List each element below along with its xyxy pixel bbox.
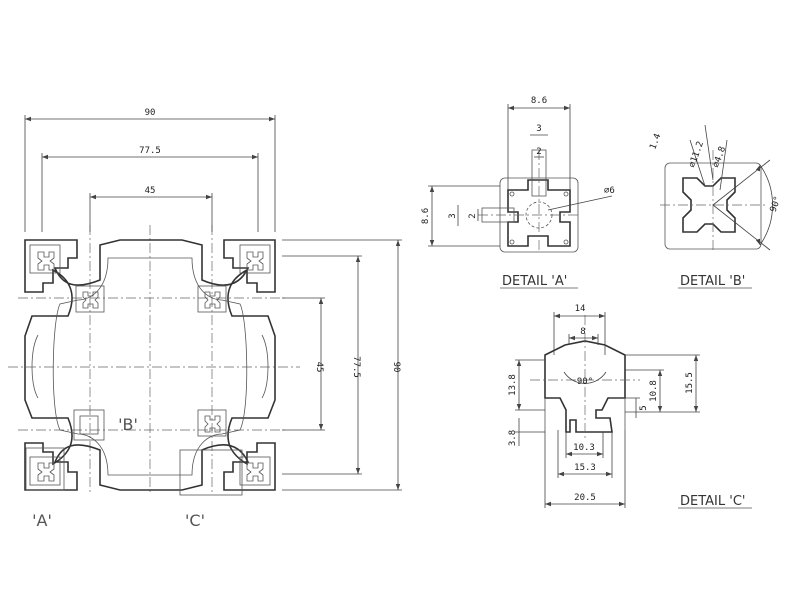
dim-width-inner bbox=[41, 153, 259, 232]
detail-a-dim-slot: 3 bbox=[536, 124, 541, 134]
detail-c-dim-angle: 90° bbox=[577, 377, 593, 387]
detail-c-dim-bottom-b: 15.3 bbox=[574, 463, 596, 473]
detail-label-b: 'B' bbox=[118, 415, 138, 434]
detail-a-dim-width: 8.6 bbox=[531, 96, 547, 106]
main-profile-view: 90 77.5 45 45 bbox=[8, 108, 402, 530]
corner-hole-bottom-left bbox=[29, 456, 61, 486]
detail-c-dim-left-inner: 3.8 bbox=[508, 430, 518, 446]
detail-c-dim-bottom-a: 10.3 bbox=[573, 443, 595, 453]
corner-hole-top-right bbox=[239, 244, 271, 274]
detail-c-dim-bottom-c: 20.5 bbox=[574, 493, 596, 503]
detail-c-dim-right-c: 5 bbox=[639, 405, 649, 410]
detail-a-callout-box bbox=[25, 447, 65, 491]
core-hole-bottom-left bbox=[73, 409, 105, 441]
detail-a-title: DETAIL 'A' bbox=[502, 274, 567, 289]
detail-b-dim-c: ⌀4.8 bbox=[711, 145, 728, 169]
dim-height-total-label: 90 bbox=[391, 362, 401, 373]
detail-c-title: DETAIL 'C' bbox=[680, 494, 745, 509]
core-hole-top-right bbox=[197, 285, 227, 313]
core-hole-bottom-right bbox=[197, 409, 227, 437]
detail-b-dim-angle: 90° bbox=[769, 195, 784, 214]
dim-height-inner-label: 77.5 bbox=[351, 356, 361, 378]
detail-a-dim-side-inner: 2 bbox=[468, 213, 478, 218]
dim-height-total bbox=[282, 239, 402, 491]
detail-label-c: 'C' bbox=[185, 511, 205, 530]
detail-a-view: 8.6 3 2 8.6 3 2 ⌀6 DETAIL 'A' bbox=[421, 96, 615, 289]
detail-label-a: 'A' bbox=[32, 511, 52, 530]
detail-c-dim-left-outer: 13.8 bbox=[508, 374, 518, 396]
dim-height-core bbox=[282, 297, 325, 431]
corner-hole-top-left bbox=[29, 244, 61, 274]
dim-width-inner-label: 77.5 bbox=[139, 146, 161, 156]
dim-width-core-label: 45 bbox=[145, 186, 156, 196]
detail-a-dim-height: 8.6 bbox=[421, 208, 431, 224]
detail-c-callout-box bbox=[179, 449, 243, 496]
dim-width-core bbox=[89, 193, 213, 232]
dim-height-inner bbox=[282, 255, 362, 475]
detail-c-dim-top-outer: 14 bbox=[575, 304, 586, 314]
detail-b-view: 90° 1.4 ⌀11.2 ⌀4.8 DETAIL 'B' bbox=[648, 124, 784, 289]
detail-a-dim-hole: ⌀6 bbox=[604, 186, 615, 196]
detail-c-dim-right-b: 15.5 bbox=[685, 372, 695, 394]
detail-b-title: DETAIL 'B' bbox=[680, 274, 745, 289]
detail-a-dim-side-slot: 3 bbox=[448, 213, 458, 218]
dim-height-core-label: 45 bbox=[314, 362, 324, 373]
detail-c-view: 90° 14 8 13.8 3.8 15.5 10.8 bbox=[508, 304, 752, 509]
core-hole-top-left bbox=[75, 285, 105, 313]
detail-a-dim-slot-inner: 2 bbox=[536, 147, 541, 157]
dim-width-total bbox=[24, 115, 276, 232]
dim-width-total-label: 90 bbox=[145, 108, 156, 118]
detail-c-dim-right-a: 10.8 bbox=[649, 380, 659, 402]
detail-c-dim-top-inner: 8 bbox=[580, 327, 585, 337]
corner-hole-bottom-right bbox=[239, 456, 271, 486]
detail-b-dim-b: ⌀11.2 bbox=[687, 140, 706, 169]
detail-b-dim-a: 1.4 bbox=[648, 132, 663, 151]
